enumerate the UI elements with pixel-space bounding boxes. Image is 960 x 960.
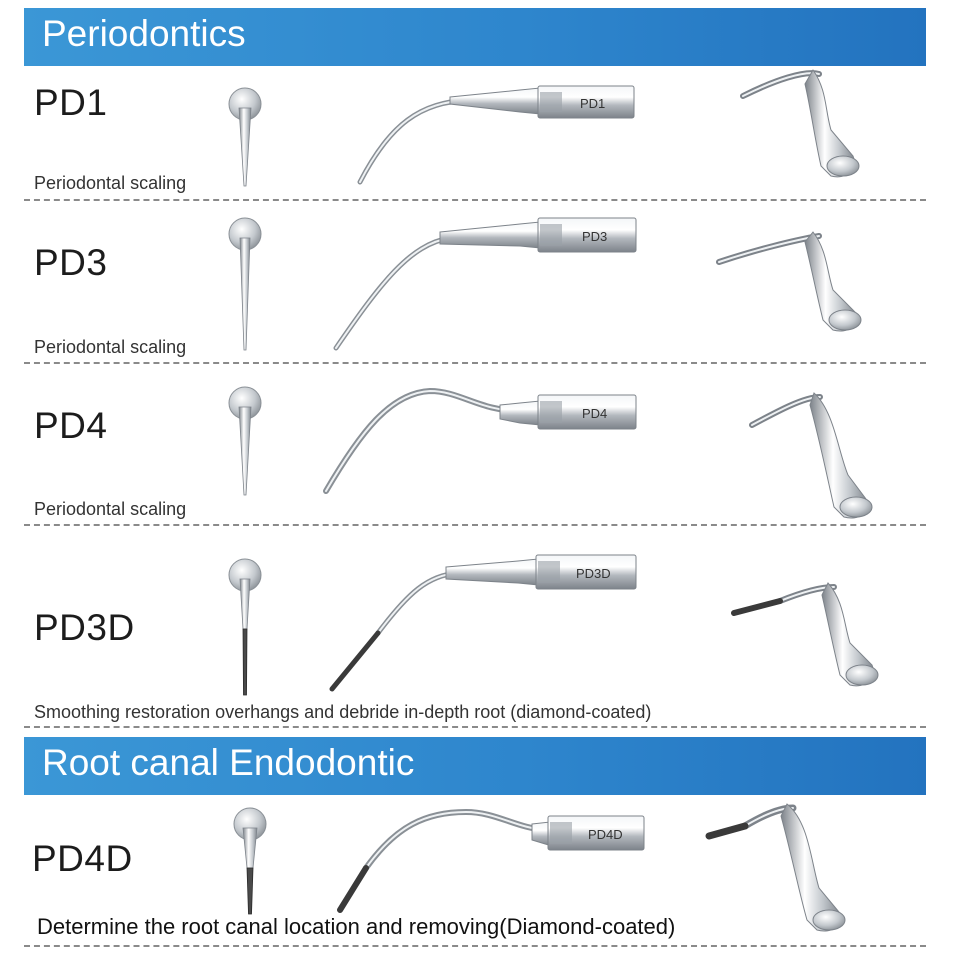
section-banner-periodontics: Periodontics — [24, 8, 926, 66]
shank-label: PD3 — [582, 229, 607, 244]
tip-angled-view-image — [705, 803, 846, 932]
tip-angled-view-image — [749, 392, 873, 519]
tip-angled-view-image — [716, 231, 862, 332]
tip-code: PD4 — [34, 405, 108, 446]
row-separator — [24, 362, 926, 364]
tip-side-view-image: PD3 — [333, 217, 637, 351]
tip-row-pd1: PD1 Periodontal scaling PD1 — [0, 66, 960, 200]
tip-side-view-image: PD1 — [357, 85, 635, 185]
tip-row-pd4d: PD4D Determine the root canal location a… — [0, 796, 960, 946]
tip-description: Periodontal scaling — [34, 173, 187, 193]
shank-label: PD3D — [576, 566, 611, 581]
tip-description: Periodontal scaling — [34, 337, 187, 357]
row-separator — [24, 945, 926, 947]
tip-code: PD1 — [34, 82, 108, 123]
shank-label: PD1 — [580, 96, 605, 111]
row-separator — [24, 726, 926, 728]
section-title: Root canal Endodontic — [42, 742, 415, 783]
tip-row-pd3d: PD3D Smoothing restoration overhangs and… — [0, 527, 960, 727]
tip-code: PD3D — [34, 607, 135, 648]
tip-side-view-image: PD4 — [323, 387, 637, 494]
tip-front-view-image — [228, 558, 262, 696]
tip-front-view-image — [233, 807, 267, 915]
tip-front-view-image — [228, 217, 262, 351]
tip-front-view-image — [228, 386, 262, 496]
tip-side-view-image: PD4D — [337, 808, 645, 913]
tip-description: Determine the root canal location and re… — [37, 914, 676, 939]
row-separator — [24, 199, 926, 201]
tip-angled-view-image — [731, 582, 879, 687]
tip-row-pd3: PD3 Periodontal scaling PD3 — [0, 202, 960, 362]
tip-angled-view-image — [740, 69, 860, 178]
tip-description: Periodontal scaling — [34, 499, 187, 519]
tip-code: PD4D — [32, 838, 133, 879]
tip-code: PD3 — [34, 242, 108, 283]
tip-description: Smoothing restoration overhangs and debr… — [34, 702, 652, 722]
tip-row-pd4: PD4 Periodontal scaling PD4 — [0, 365, 960, 525]
section-title: Periodontics — [42, 13, 246, 54]
row-separator — [24, 524, 926, 526]
shank-label: PD4D — [588, 827, 623, 842]
tip-front-view-image — [228, 87, 262, 187]
shank-label: PD4 — [582, 406, 607, 421]
tip-side-view-image: PD3D — [329, 554, 637, 692]
section-banner-endodontic: Root canal Endodontic — [24, 737, 926, 795]
